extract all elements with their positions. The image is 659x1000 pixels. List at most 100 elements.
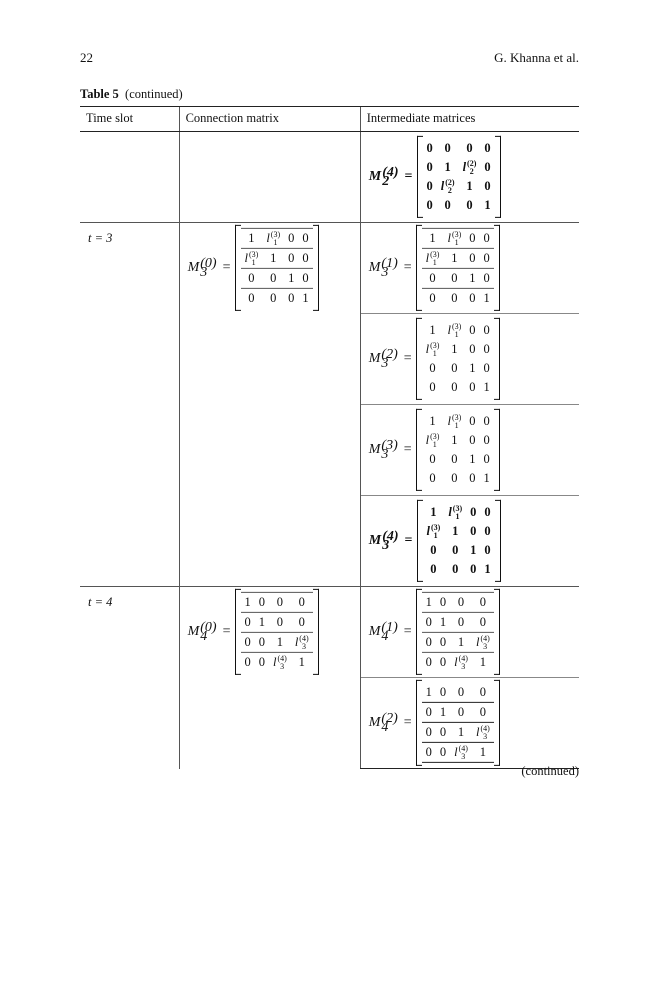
- matrix-entry: 0: [450, 591, 472, 613]
- matrix-entry-variable: l(2)2: [462, 159, 477, 176]
- matrix-entry: 0: [452, 562, 459, 577]
- matrix-entry: 0: [298, 247, 313, 269]
- entry-subscript: 3: [280, 662, 285, 672]
- entry-subscript: 3: [483, 732, 488, 741]
- matrix-entry: 0: [451, 380, 458, 395]
- matrix-entry: 1: [429, 413, 436, 428]
- entry-superscript: (4): [458, 654, 468, 664]
- matrix-entry: 0: [483, 342, 490, 356]
- matrix-entry: 0: [426, 140, 433, 155]
- matrix-entry: 1: [421, 227, 444, 249]
- matrix-entry: 0: [429, 471, 436, 486]
- matrix-entry: 0: [469, 413, 476, 428]
- matrix-entry-variable: l(3)1: [426, 523, 441, 541]
- matrix-entry: 0: [240, 611, 255, 633]
- matrix-entry: 0: [479, 268, 494, 289]
- matrix-entry: 1: [483, 471, 490, 486]
- matrix-entry: 1: [444, 159, 451, 174]
- matrix-entry: 1: [452, 524, 459, 538]
- entry-superscript: (3): [430, 523, 441, 533]
- matrix-entry-variable: l(3)1: [425, 432, 440, 450]
- matrix-entry: 0: [484, 159, 491, 174]
- matrix-entry: 0: [290, 591, 313, 613]
- matrix-subscript: 4: [381, 720, 389, 735]
- table-caption: Table 5 (continued): [80, 87, 183, 102]
- matrix-entry: 0: [269, 611, 291, 633]
- matrix-entry: 1: [430, 504, 437, 519]
- entry-superscript: (4): [480, 634, 490, 643]
- matrix-entry: 0: [483, 361, 490, 376]
- matrix-superscript: (4): [382, 529, 399, 544]
- matrix-entry-variable: l(4)3: [294, 634, 309, 651]
- matrix-name: M(4)3: [368, 529, 399, 553]
- entry-subscript: 3: [301, 642, 306, 651]
- matrix-entry: 0: [484, 179, 491, 193]
- entry-superscript: (3): [430, 250, 440, 260]
- matrix-entry: 1: [479, 288, 494, 309]
- matrix-entry: 1: [262, 247, 285, 269]
- matrix-superscript: (0): [200, 256, 217, 271]
- entry-subscript: 1: [454, 330, 459, 339]
- matrix-superscript: (3): [381, 438, 398, 453]
- matrix-superscript: (2): [381, 347, 398, 362]
- matrix-superscript: (1): [381, 620, 398, 635]
- matrix-entry: 0: [479, 247, 494, 269]
- entry-subscript: 3: [461, 662, 466, 672]
- matrix-entry: 1: [451, 342, 458, 356]
- matrix-entry: 0: [254, 591, 269, 613]
- matrix-entry: 0: [443, 268, 466, 289]
- matrix-entry: 0: [483, 433, 490, 447]
- entry-subscript: 1: [432, 440, 437, 450]
- matrix-entry: l(3)1: [240, 247, 263, 269]
- matrix-table: Time slot Connection matrix Intermediate…: [80, 106, 579, 769]
- matrix-entry: 0: [435, 742, 451, 764]
- equals-sign: =: [222, 260, 231, 275]
- matrix-entry: 1: [298, 288, 313, 309]
- matrix-entry: 1: [240, 227, 263, 249]
- matrix-entry: 1: [254, 611, 269, 633]
- entry-superscript: (4): [458, 744, 468, 754]
- entry-superscript: (4): [480, 724, 490, 733]
- entry-subscript: 1: [455, 512, 460, 521]
- matrix-subscript: 3: [200, 265, 208, 280]
- matrix-entry: 1: [290, 652, 313, 673]
- matrix-entry: 0: [469, 342, 476, 356]
- time-slot-cell: [80, 132, 179, 223]
- matrix-entry: 0: [426, 198, 433, 213]
- matrix-entry: 0: [471, 611, 494, 633]
- matrix-entry: 1: [435, 611, 451, 633]
- matrix-entry: l(3)1: [422, 340, 444, 359]
- entry-subscript: 2: [469, 167, 474, 176]
- entry-superscript: (3): [430, 341, 440, 351]
- matrix-entry: 0: [450, 682, 472, 703]
- matrix-entry-variable: l(4)3: [454, 654, 468, 672]
- matrix-name: M(4)2: [368, 165, 399, 189]
- equals-sign: =: [404, 169, 413, 184]
